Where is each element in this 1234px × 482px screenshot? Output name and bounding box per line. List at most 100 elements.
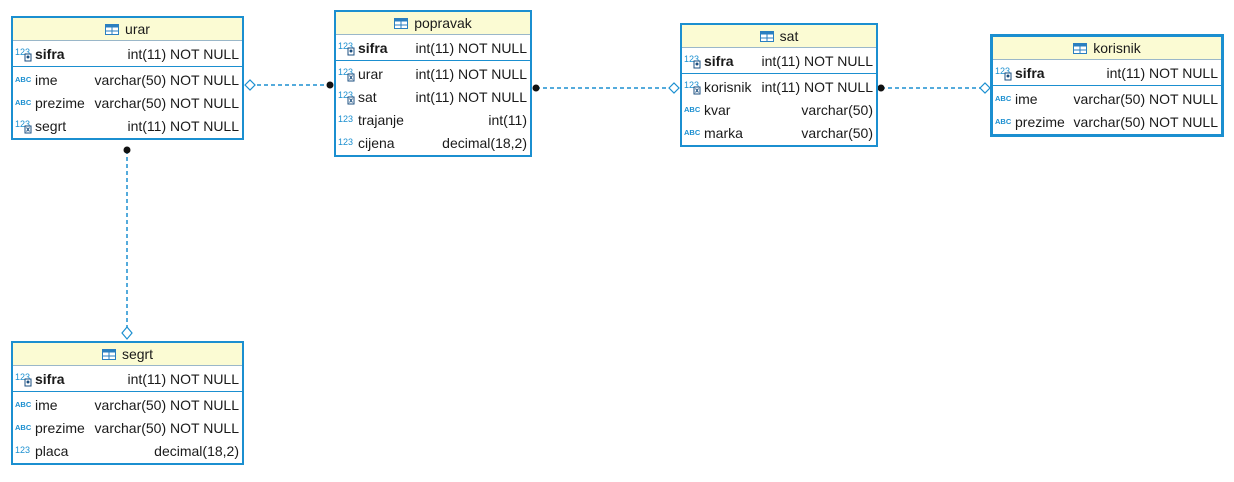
column-row-cijena[interactable]: 123 cijena decimal(18,2) (336, 131, 530, 154)
column-row-sat[interactable]: 123 sat int(11) NOT NULL (336, 85, 530, 108)
column-name: sat (358, 88, 377, 105)
column-row-sifra[interactable]: 123 sifra int(11) NOT NULL (336, 36, 530, 59)
column-type: varchar(50) NOT NULL (94, 419, 239, 436)
column-name: sifra (704, 52, 734, 69)
column-type: varchar(50) (801, 124, 873, 141)
column-name: cijena (358, 134, 395, 151)
svg-text:ABC: ABC (15, 98, 32, 107)
column-name: marka (704, 124, 743, 141)
column-type: int(11) NOT NULL (761, 78, 873, 95)
svg-text:123: 123 (338, 41, 353, 51)
column-name: urar (358, 65, 383, 82)
column-type: int(11) NOT NULL (415, 39, 527, 56)
abc-text-icon: ABC (15, 95, 35, 111)
entity-header[interactable]: korisnik (993, 37, 1221, 60)
entity-header[interactable]: segrt (13, 343, 242, 366)
numeric-foreign-key-icon: 123 (684, 79, 704, 95)
numeric-icon: 123 (15, 443, 35, 459)
column-row-sifra[interactable]: 123 sifra int(11) NOT NULL (993, 61, 1221, 84)
table-icon (759, 30, 774, 42)
abc-text-icon: ABC (684, 102, 704, 118)
column-name: ime (35, 396, 58, 413)
abc-text-icon: ABC (15, 420, 35, 436)
abc-text-icon: ABC (995, 91, 1015, 107)
column-name: prezime (35, 419, 85, 436)
svg-text:123: 123 (338, 90, 353, 100)
svg-text:123: 123 (338, 67, 353, 77)
many-end-dot-popravak-sat (532, 84, 540, 92)
numeric-foreign-key-icon: 123 (15, 118, 35, 134)
column-type: decimal(18,2) (442, 134, 527, 151)
column-name: ime (35, 71, 58, 88)
column-type: varchar(50) (801, 101, 873, 118)
abc-text-icon: ABC (15, 397, 35, 413)
numeric-icon: 123 (338, 112, 358, 128)
column-type: int(11) (488, 111, 527, 128)
many-end-dot-urar-segrt (123, 146, 131, 154)
primary-key-section: 123 sifra int(11) NOT NULL (993, 60, 1221, 85)
svg-text:ABC: ABC (995, 117, 1012, 126)
abc-text-icon: ABC (15, 72, 35, 88)
numeric-key-icon: 123 (995, 65, 1015, 81)
column-type: varchar(50) NOT NULL (94, 71, 239, 88)
svg-text:ABC: ABC (684, 105, 701, 114)
column-name: segrt (35, 117, 67, 134)
numeric-key-icon: 123 (15, 46, 35, 62)
column-name: sifra (1015, 64, 1045, 81)
column-type: int(11) NOT NULL (127, 370, 239, 387)
column-type: int(11) NOT NULL (127, 117, 239, 134)
numeric-key-icon: 123 (684, 53, 704, 69)
entity-title: popravak (414, 15, 472, 31)
one-end-diamond-urar (244, 79, 256, 91)
table-icon (101, 348, 116, 360)
entity-header[interactable]: popravak (336, 12, 530, 35)
svg-text:123: 123 (995, 66, 1010, 76)
entity-popravak[interactable]: popravak 123 sifra int(11) NOT NULL 123 urar i… (334, 10, 532, 157)
svg-text:123: 123 (684, 54, 699, 64)
column-name: prezime (1015, 113, 1065, 130)
column-name: placa (35, 442, 69, 459)
svg-text:ABC: ABC (995, 94, 1012, 103)
column-type: varchar(50) NOT NULL (1073, 113, 1218, 130)
column-name: sifra (358, 39, 388, 56)
column-type: varchar(50) NOT NULL (94, 396, 239, 413)
numeric-icon: 123 (338, 135, 358, 151)
column-name: sifra (35, 45, 65, 62)
numeric-key-icon: 123 (15, 371, 35, 387)
table-icon (105, 23, 120, 35)
column-type: int(11) NOT NULL (415, 88, 527, 105)
column-type: int(11) NOT NULL (1106, 64, 1218, 81)
svg-text:123: 123 (338, 137, 353, 147)
numeric-key-icon: 123 (338, 40, 358, 56)
column-name: prezime (35, 94, 85, 111)
entity-header[interactable]: sat (682, 25, 876, 48)
svg-text:123: 123 (15, 445, 30, 455)
entity-title: korisnik (1093, 40, 1141, 56)
column-name: ime (1015, 90, 1038, 107)
primary-key-section: 123 sifra int(11) NOT NULL (336, 35, 530, 60)
entity-header[interactable]: urar (13, 18, 242, 41)
